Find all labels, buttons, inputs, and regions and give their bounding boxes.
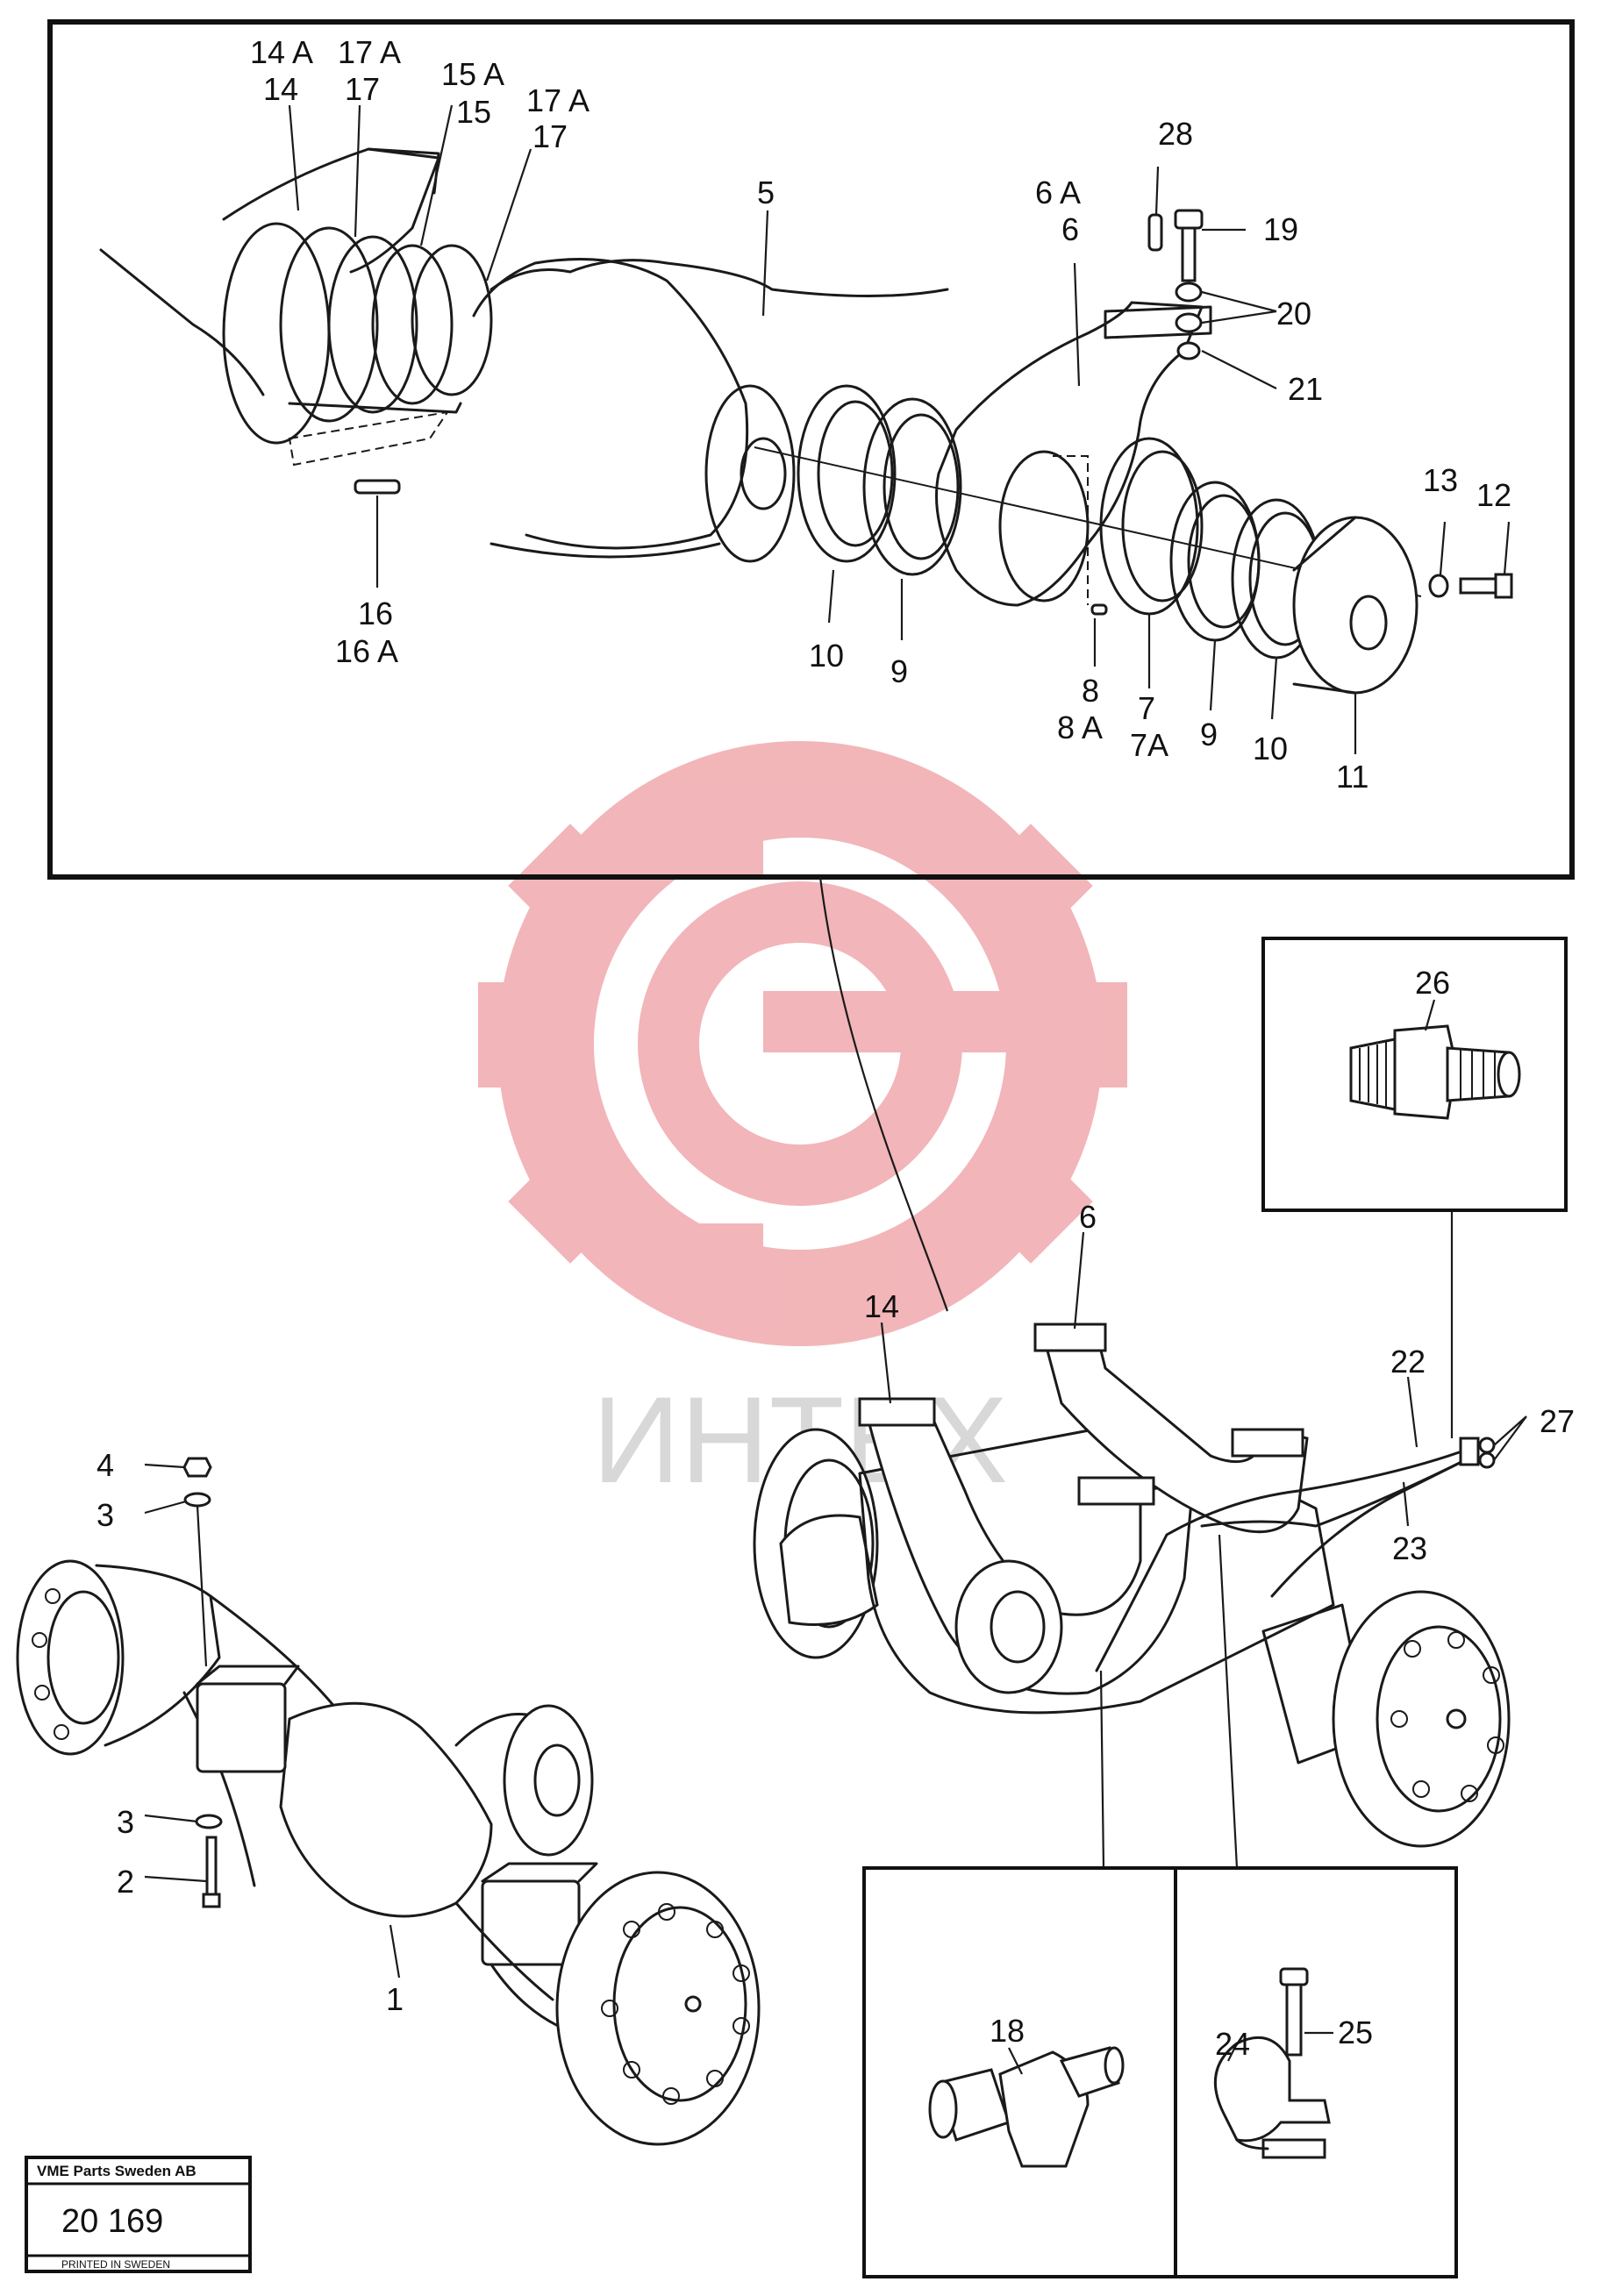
stud-16 — [354, 479, 401, 495]
callout-21: 21 — [1288, 371, 1323, 407]
callout-15a: 15 A — [441, 56, 504, 92]
detail-pointer-line — [818, 876, 949, 1312]
callout-15: 15 — [456, 94, 491, 130]
callout-1: 1 — [386, 1981, 404, 2017]
callout-3-top: 3 — [96, 1497, 114, 1533]
callout-9-right: 9 — [1200, 717, 1218, 752]
callout-11: 11 — [1336, 759, 1368, 795]
fitting-26 — [1349, 1024, 1521, 1120]
axle-leader-lines — [144, 1463, 401, 1979]
stamp-number: 20 169 — [61, 2203, 163, 2240]
callout-6-bogie: 6 — [1079, 1199, 1097, 1235]
callout-28: 28 — [1158, 116, 1193, 152]
callout-19: 19 — [1263, 211, 1298, 247]
callout-22: 22 — [1390, 1344, 1426, 1380]
callout-9: 9 — [890, 653, 908, 689]
callout-24: 24 — [1215, 2026, 1250, 2062]
callout-26: 26 — [1415, 965, 1450, 1001]
callout-2: 2 — [117, 1864, 134, 1900]
callout-7a: 7A — [1130, 727, 1168, 763]
detail-callouts: 14 A 14 17 A 17 15 A 15 17 A 17 5 6 A 6 … — [250, 34, 1511, 795]
callout-17-2: 17 — [532, 118, 568, 154]
callout-18: 18 — [990, 2013, 1025, 2049]
axle-housing — [472, 258, 949, 563]
callout-17a: 17 A — [338, 34, 401, 70]
leader-18 — [1008, 2047, 1023, 2075]
callout-25: 25 — [1338, 2014, 1373, 2050]
callout-20: 20 — [1276, 296, 1311, 332]
callout-8a: 8 A — [1057, 709, 1103, 745]
callout-5: 5 — [757, 175, 775, 210]
leader-24 — [1227, 2043, 1238, 2062]
callout-23: 23 — [1392, 1530, 1427, 1566]
callout-16: 16 — [358, 595, 393, 631]
callout-17: 17 — [345, 71, 380, 107]
detail-view-frame — [47, 19, 1575, 880]
fasteners-top — [1147, 209, 1204, 360]
leader-26 — [1424, 999, 1436, 1031]
callout-3-bottom: 3 — [117, 1804, 134, 1840]
axle-callouts: 4 3 3 2 1 — [96, 1447, 404, 2017]
callout-14: 14 — [263, 71, 298, 107]
callout-13: 13 — [1423, 462, 1458, 498]
callout-27: 27 — [1540, 1403, 1575, 1439]
callout-7: 7 — [1138, 690, 1155, 726]
hub-parts-right — [1090, 437, 1513, 695]
elbow-fitting-18 — [928, 2046, 1125, 2168]
callout-6: 6 — [1061, 211, 1079, 247]
left-yoke-assembly — [99, 147, 493, 467]
inset-callouts: 26 18 24 25 — [990, 965, 1450, 2062]
callout-17a-2: 17 A — [526, 82, 590, 118]
callout-4: 4 — [96, 1447, 114, 1483]
callout-14-bogie: 14 — [864, 1288, 899, 1324]
bracket-6 — [935, 301, 1212, 607]
detail-leader-lines — [288, 104, 1511, 754]
bogie-axle-assembly — [753, 1323, 1511, 1848]
watermark-gear-logo — [478, 741, 1127, 1346]
callout-14a: 14 A — [250, 34, 313, 70]
callout-12: 12 — [1476, 477, 1511, 513]
bearing-rings-left — [797, 384, 962, 576]
callout-8: 8 — [1082, 673, 1099, 709]
bogie-callouts: 14 6 22 23 27 — [864, 1199, 1575, 1566]
callout-10: 10 — [809, 638, 844, 674]
callout-6a: 6 A — [1035, 175, 1081, 210]
single-axle-assembly — [16, 1457, 761, 2146]
vme-parts-stamp: VME Parts Sweden AB 20 169 PRINTED IN SW… — [25, 2156, 252, 2273]
clamp-24-bolt-25 — [1213, 1967, 1331, 2159]
bogie-leader-lines — [880, 1210, 1527, 1869]
stamp-company: VME Parts Sweden AB — [37, 2163, 197, 2179]
callout-10-right: 10 — [1253, 731, 1288, 767]
stamp-printed: PRINTED IN SWEDEN — [61, 2258, 170, 2271]
callout-16a: 16 A — [335, 633, 398, 669]
